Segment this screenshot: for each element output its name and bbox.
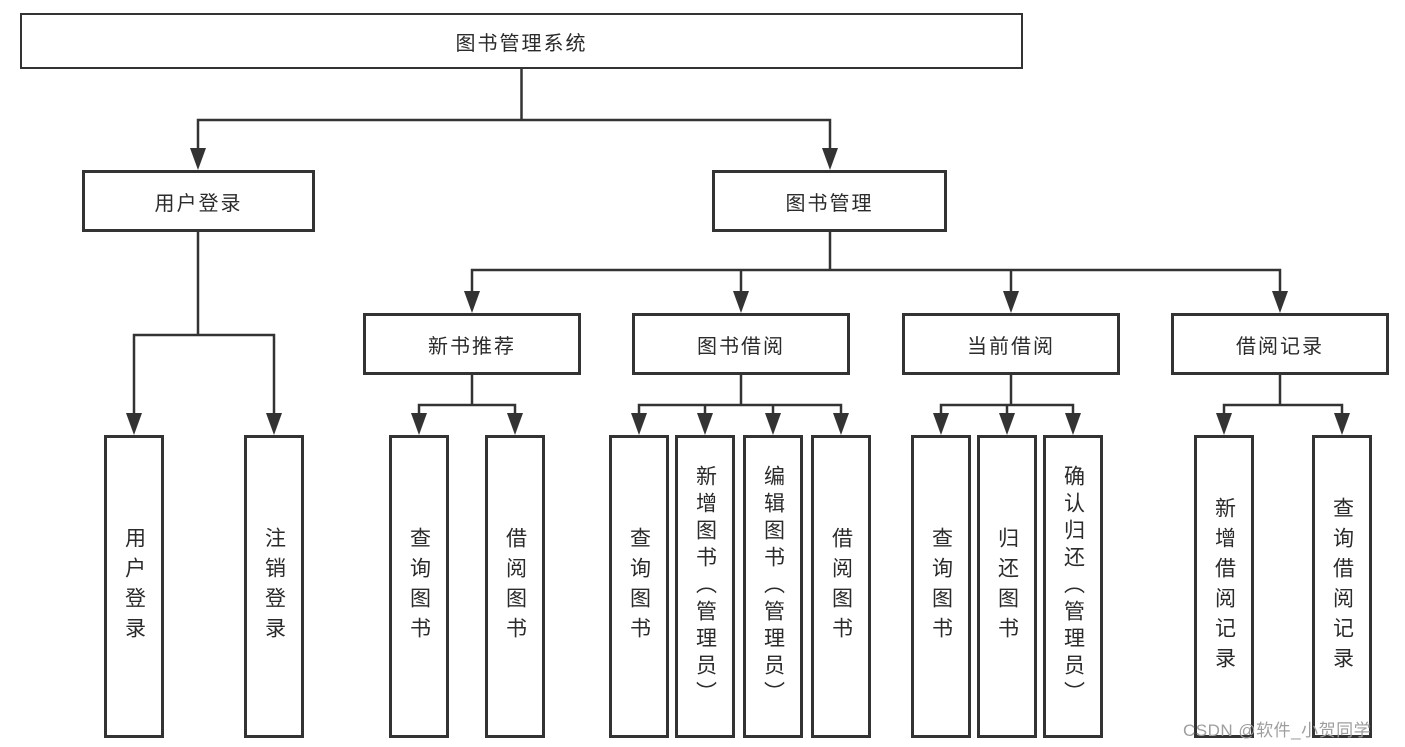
leaf-query-books-recommend: 查询图书 <box>389 435 449 738</box>
leaf-return-book: 归还图书 <box>977 435 1037 738</box>
leaf-query-books-current: 查询图书 <box>911 435 971 738</box>
csdn-watermark: CSDN @软件_小贺同学 <box>1183 721 1372 740</box>
leaf-add-book-admin: 新增图书（管理员） <box>675 435 735 738</box>
arrowheads <box>126 148 1350 435</box>
leaf-confirm-return-admin: 确认归还（管理员） <box>1043 435 1103 738</box>
leaf-logout: 注销登录 <box>244 435 304 738</box>
node-current-borrowing: 当前借阅 <box>902 313 1120 375</box>
leaf-user-login: 用户登录 <box>104 435 164 738</box>
node-book-borrowing: 图书借阅 <box>632 313 850 375</box>
leaf-borrow-book: 借阅图书 <box>811 435 871 738</box>
leaf-add-borrow-record: 新增借阅记录 <box>1194 435 1254 738</box>
node-borrow-records: 借阅记录 <box>1171 313 1389 375</box>
leaf-edit-book-admin: 编辑图书（管理员） <box>743 435 803 738</box>
leaf-query-books-borrowing: 查询图书 <box>609 435 669 738</box>
node-new-book-recommend: 新书推荐 <box>363 313 581 375</box>
node-user-login: 用户登录 <box>82 170 315 232</box>
node-library-management-system: 图书管理系统 <box>20 13 1023 69</box>
leaf-borrow-books-recommend: 借阅图书 <box>485 435 545 738</box>
node-book-management: 图书管理 <box>712 170 947 232</box>
leaf-query-borrow-record: 查询借阅记录 <box>1312 435 1372 738</box>
